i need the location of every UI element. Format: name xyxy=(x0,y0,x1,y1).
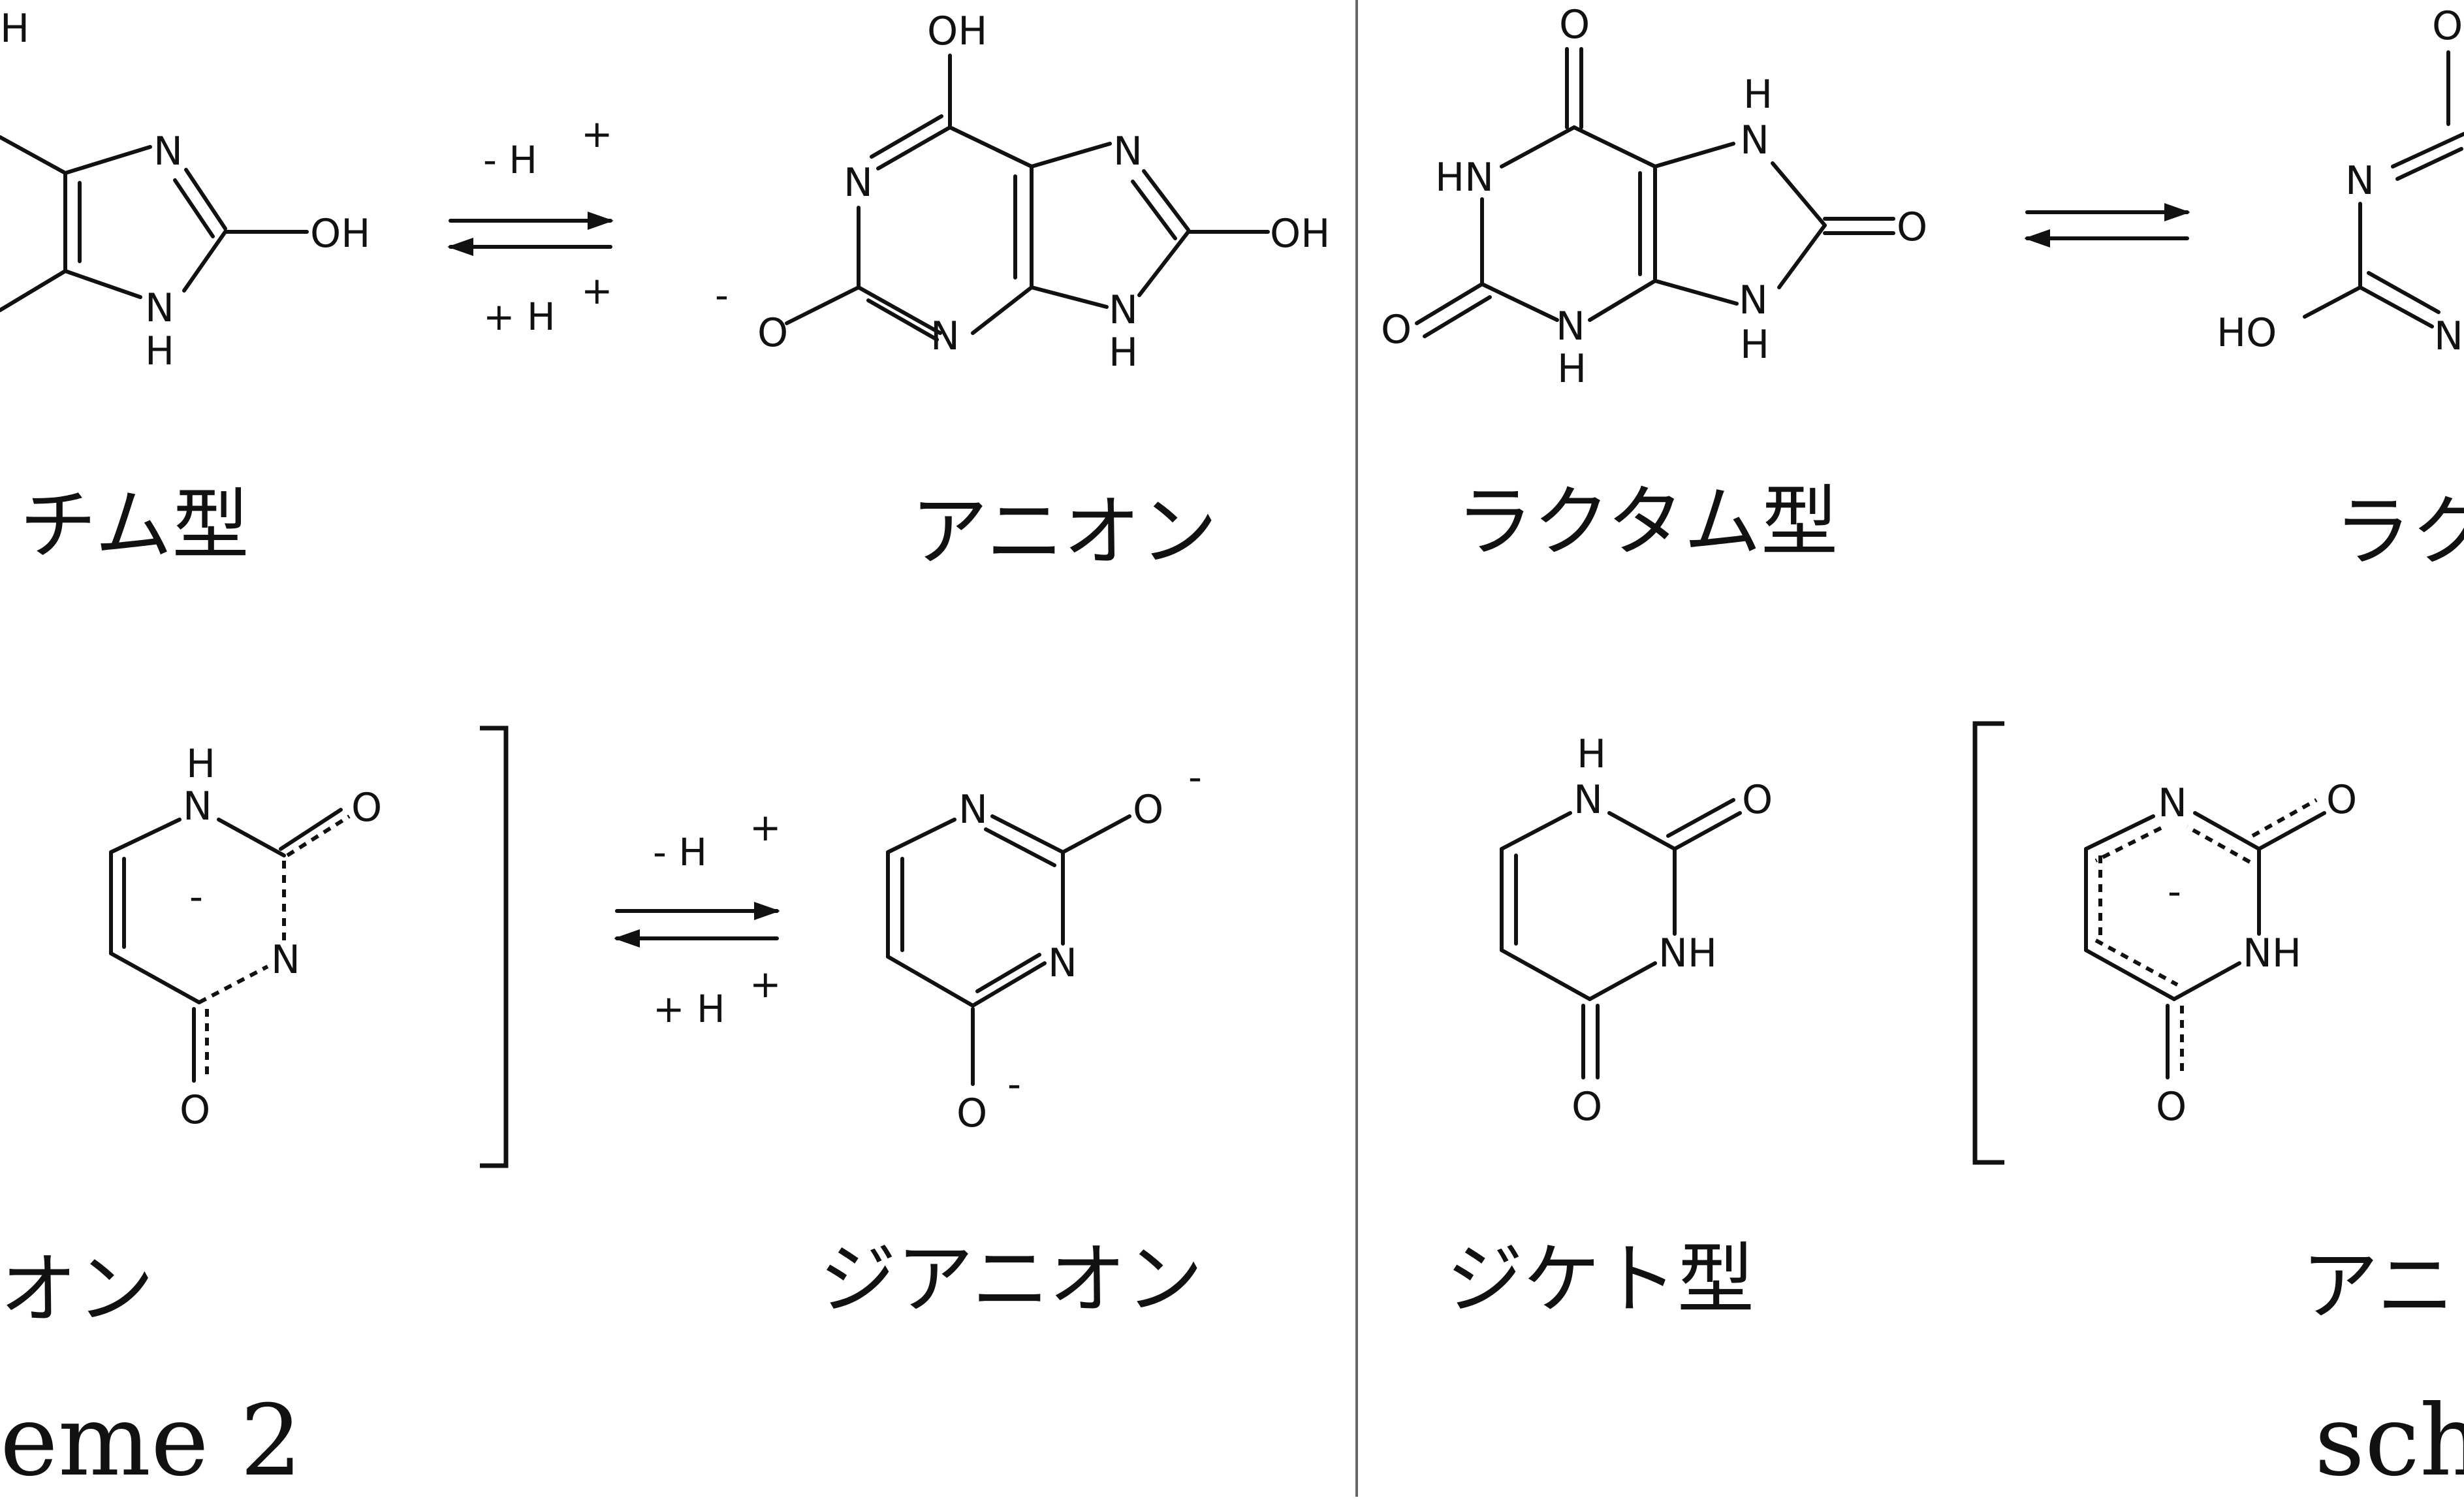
atom-o: O xyxy=(180,1087,210,1133)
plus-sign: + xyxy=(581,112,613,156)
plus-sign: + xyxy=(750,805,782,850)
caption-right: sch xyxy=(2314,1384,2464,1497)
atom-n: N xyxy=(930,313,960,359)
atom-o: O xyxy=(956,1091,987,1136)
atom-o: O xyxy=(351,785,382,831)
uracil-anion-right: N NH O O - xyxy=(2084,777,2357,1130)
atom-n: N xyxy=(183,784,212,829)
atom-n: N xyxy=(958,787,988,833)
charge-minus: - xyxy=(1188,755,1202,799)
atom-h: H xyxy=(1557,346,1587,392)
atom-nh: NH xyxy=(1658,931,1717,976)
equilibrium-arrows-top: - H + + H + xyxy=(447,112,614,339)
left-bracket xyxy=(1972,721,2004,1165)
atom-h: H xyxy=(145,328,174,374)
atom-n: N xyxy=(1739,278,1768,323)
atom-o: O xyxy=(1133,787,1163,833)
condition-minus-h: - H xyxy=(483,138,537,182)
atom-n: N xyxy=(1740,118,1769,163)
uracil-anion-resonance: H N N O O - xyxy=(109,741,382,1133)
charge-minus: - xyxy=(1007,1062,1021,1106)
atom-hn: HN xyxy=(1435,155,1494,200)
atom-n: N xyxy=(2434,313,2463,359)
atom-n: N xyxy=(1573,777,1603,823)
atom-n: N xyxy=(153,129,183,174)
atom-h: H xyxy=(1109,330,1138,375)
label-lactim-right-partial: ラク xyxy=(2334,487,2464,577)
atom-o: O xyxy=(1897,204,1927,250)
atom-o: O xyxy=(2156,1084,2187,1130)
atom-oh: OH xyxy=(1270,211,1330,257)
atom-o: O xyxy=(2432,3,2463,49)
atom-n: N xyxy=(844,160,873,206)
atom-n: N xyxy=(1048,940,1077,986)
atom-n: N xyxy=(1109,287,1138,333)
imidazole-fragment: H N N H OH xyxy=(0,6,370,374)
atom-n: N xyxy=(271,937,300,983)
atom-n: N xyxy=(2158,780,2187,826)
atom-n: N xyxy=(1556,304,1585,349)
atom-ho: HO xyxy=(2217,310,2277,356)
label-diketo: ジケト型 xyxy=(1446,1234,1754,1324)
label-anion: アニオン xyxy=(911,487,1218,577)
label-anion-right-partial: アニ xyxy=(2301,1241,2454,1331)
atom-h: H xyxy=(1740,322,1769,368)
atom-oh: OH xyxy=(310,211,370,257)
plus-sign: + xyxy=(750,962,782,1006)
label-dianion: ジアニオン xyxy=(819,1234,1203,1324)
uric-acid-lactam: O HN O N H H N N H O xyxy=(1381,2,1927,392)
atom-n: N xyxy=(1113,129,1143,174)
label-anion-partial: オン xyxy=(0,1244,154,1334)
atom-nh: NH xyxy=(2243,931,2301,976)
atom-o: O xyxy=(2326,777,2357,823)
label-lactam: ラクタム型 xyxy=(1456,477,1838,567)
atom-o: O xyxy=(1572,1084,1602,1130)
atom-n: N xyxy=(2345,158,2375,204)
atom-h: H xyxy=(186,741,215,787)
lactim-partial-right: O N HO N xyxy=(2217,3,2464,359)
right-bracket xyxy=(480,726,509,1168)
equilibrium-arrows-right-top xyxy=(2024,203,2190,247)
atom-o: O xyxy=(1381,307,1412,353)
uracil-dianion: N N O - O - xyxy=(886,755,1202,1136)
equilibrium-arrows-bottom: - H + + H + xyxy=(614,805,782,1031)
ring-charge: - xyxy=(2168,869,2181,914)
label-lactim-partial: チム型 xyxy=(20,480,249,570)
atom-h-top-left: H xyxy=(0,6,29,52)
caption-left: eme 2 xyxy=(0,1384,302,1497)
atom-oh: OH xyxy=(927,8,987,54)
plus-sign: + xyxy=(581,268,613,313)
uracil-diketo: H N NH O O xyxy=(1500,731,1773,1130)
condition-minus-h: - H xyxy=(653,830,707,874)
charge-minus: - xyxy=(715,273,729,317)
ring-charge: - xyxy=(189,874,203,919)
condition-plus-h: + H xyxy=(483,295,556,339)
atom-o: O xyxy=(757,310,788,356)
atom-n: N xyxy=(145,285,174,331)
atom-o: O xyxy=(1742,777,1773,823)
atom-o: O xyxy=(1559,2,1590,48)
uric-acid-anion: OH N O - N N N H OH xyxy=(715,8,1330,375)
condition-plus-h: + H xyxy=(653,987,725,1031)
atom-h: H xyxy=(1577,731,1606,777)
atom-h: H xyxy=(1743,72,1773,118)
